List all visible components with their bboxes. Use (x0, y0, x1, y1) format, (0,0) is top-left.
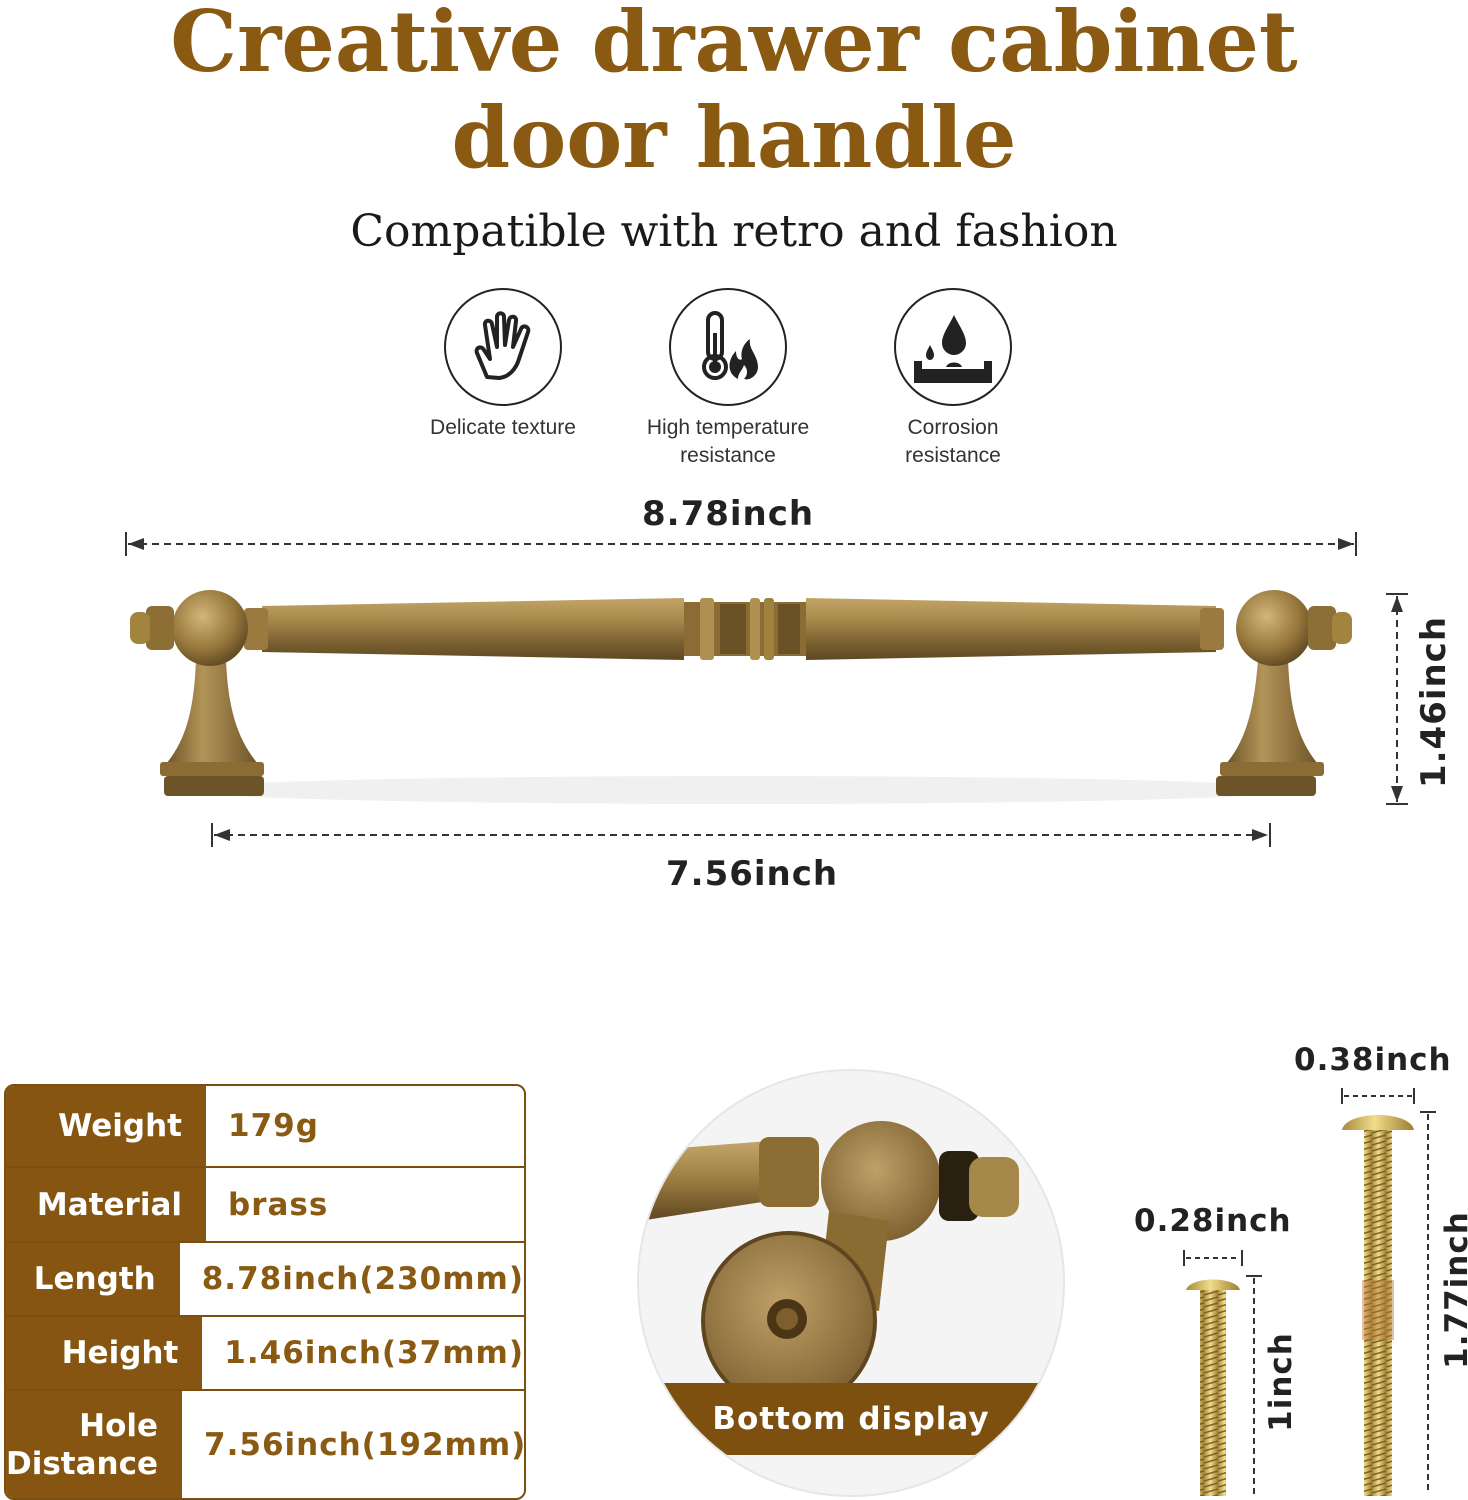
spec-row-hole-distance: Hole Distance 7.56inch(192mm) (6, 1389, 524, 1498)
spec-key: Height (6, 1317, 203, 1389)
screws-illustration (1183, 1088, 1436, 1496)
spec-key: Length (6, 1243, 180, 1315)
spec-value: brass (228, 1186, 329, 1223)
feature-label: High temperature resistance (646, 416, 810, 467)
short-screw-width-label: 0.28inch (1134, 1203, 1292, 1239)
bottom-display-banner: Bottom display (639, 1383, 1063, 1455)
spec-value: 8.78inch(230mm) (201, 1261, 524, 1297)
thermometer-flame-icon (669, 288, 787, 406)
hand-icon (444, 288, 562, 406)
spec-key: Hole Distance (6, 1391, 183, 1498)
water-drop-icon (894, 288, 1012, 406)
feature-delicate-texture: Delicate texture (393, 288, 613, 442)
feature-corrosion-resistance: Corrosion resistance (843, 288, 1063, 470)
spec-key: Material (6, 1168, 206, 1241)
length-label: 8.78inch (642, 494, 815, 534)
spec-value: 179g (228, 1108, 319, 1144)
spec-row-material: Material brass (6, 1166, 524, 1241)
spec-value: 7.56inch(192mm) (204, 1426, 526, 1463)
title-line-2: door handle (451, 88, 1017, 187)
feature-high-temperature: High temperature resistance (618, 288, 838, 470)
spec-row-height: Height 1.46inch(37mm) (6, 1315, 524, 1389)
feature-label: Delicate texture (430, 416, 576, 439)
long-screw-width-label: 0.38inch (1294, 1042, 1452, 1078)
bottom-display-illustration (639, 1121, 1019, 1411)
handle-illustration (125, 532, 1408, 847)
hole-distance-label: 7.56inch (666, 854, 839, 894)
spec-row-weight: Weight 179g (6, 1086, 524, 1166)
bottom-display-photo: Bottom display (637, 1069, 1065, 1497)
spec-row-length: Length 8.78inch(230mm) (6, 1241, 524, 1315)
spec-value: 1.46inch(37mm) (224, 1335, 524, 1371)
spec-key: Weight (6, 1086, 206, 1166)
subtitle: Compatible with retro and fashion (350, 206, 1118, 257)
title-line-1: Creative drawer cabinet (170, 0, 1298, 91)
feature-label: Corrosion resistance (905, 416, 1001, 467)
spec-table: Weight 179g Material brass Length 8.78in… (4, 1084, 526, 1500)
